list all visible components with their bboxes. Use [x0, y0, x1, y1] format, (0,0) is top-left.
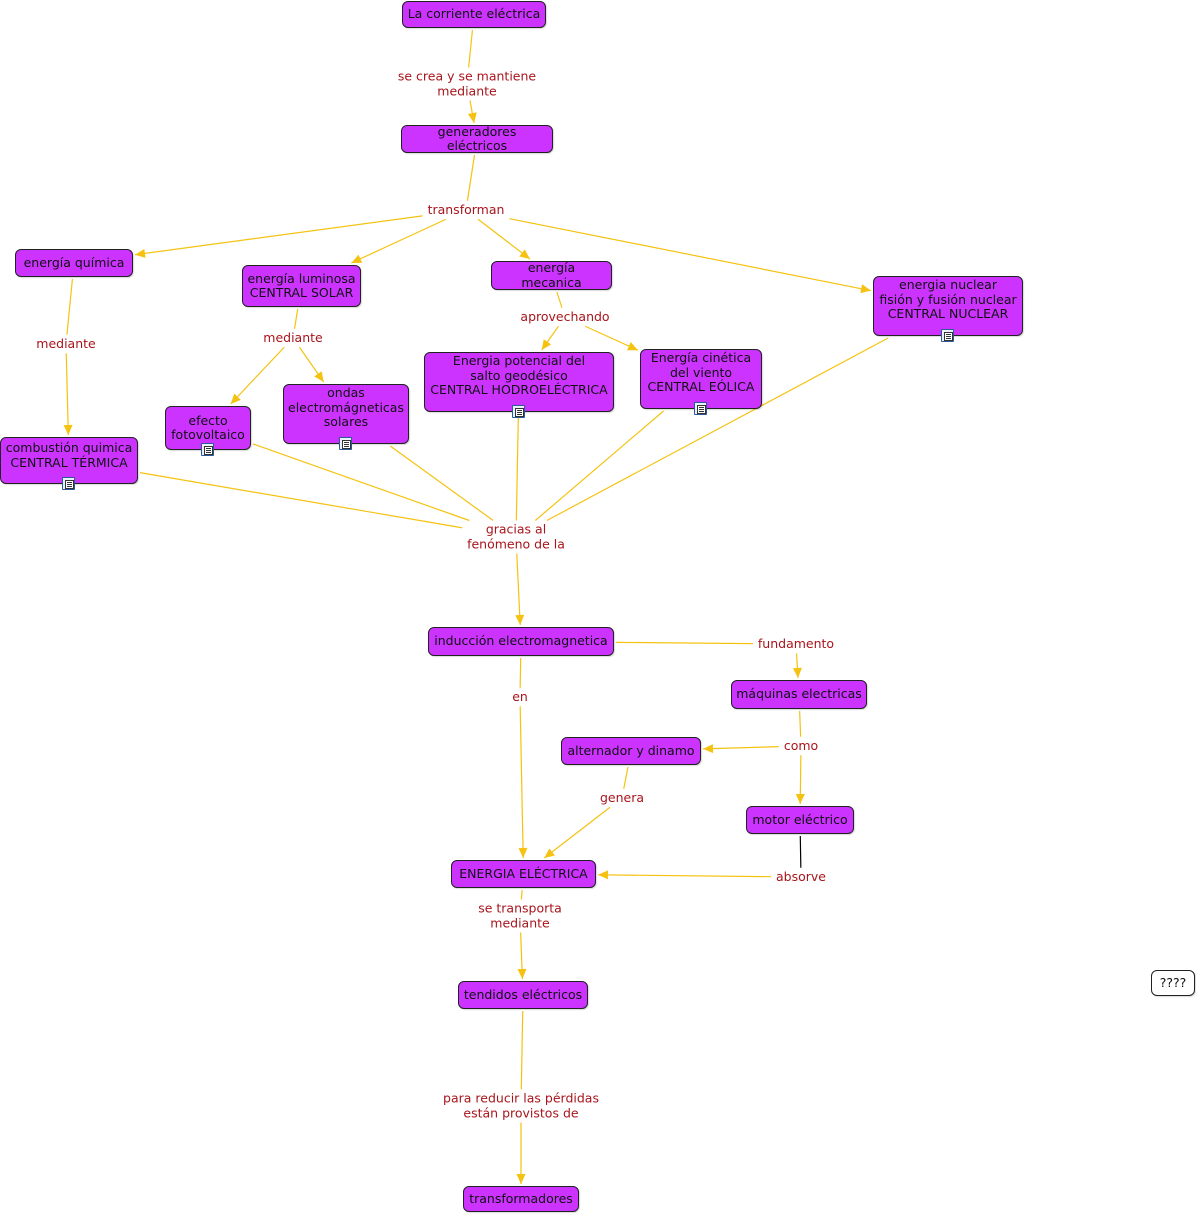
link-line [520, 1010, 524, 1090]
link-line [509, 218, 872, 292]
link-line [520, 889, 523, 900]
link-line [66, 278, 74, 335]
arrowhead [467, 112, 477, 123]
link-line [468, 29, 474, 68]
document-icon[interactable] [694, 402, 707, 415]
document-icon[interactable] [512, 405, 525, 418]
link-line [230, 346, 285, 405]
link-line [134, 215, 423, 256]
document-icon[interactable] [201, 443, 214, 456]
arrowhead [516, 1174, 526, 1184]
arrowhead [703, 744, 714, 754]
node-motor-electrico[interactable]: motor eléctrico [746, 806, 854, 834]
link-label-aprovechando: aprovechando [517, 309, 613, 325]
link-line [65, 353, 69, 436]
link-line [351, 218, 447, 264]
link-label-fundamento: fundamento [754, 636, 838, 652]
node-energia-mecanica[interactable]: energía mecanica [491, 260, 612, 290]
link-line [515, 413, 519, 521]
link-label-para-reducir-perdidas: para reducir las pérdidas están provisto… [440, 1091, 602, 1121]
node-generadores-electricos[interactable]: generadores eléctricos [401, 124, 553, 153]
arrowhead [314, 371, 324, 382]
arrowhead [517, 968, 527, 979]
link-label-en: en [509, 689, 531, 705]
link-line [702, 746, 779, 750]
link-line [546, 337, 889, 522]
link-label-gracias-al-fenomeno: gracias al fenómeno de la [464, 522, 568, 552]
arrowhead [351, 254, 363, 263]
link-label-se-crea: se crea y se mantiene mediante [394, 69, 540, 99]
arrowhead [598, 870, 609, 880]
link-line [799, 835, 802, 868]
node-energia-cinetica[interactable]: Energía cinética del viento CENTRAL EÓLI… [640, 349, 762, 409]
arrowhead [515, 614, 525, 625]
node-tendidos-electricos[interactable]: tendidos eléctricos [458, 981, 588, 1009]
link-line [519, 657, 522, 688]
node-transformadores[interactable]: transformadores [463, 1186, 579, 1212]
node-energia-quimica[interactable]: energía química [15, 249, 133, 277]
link-label-transforman: transforman [424, 202, 508, 218]
arrowhead [792, 667, 802, 678]
node-energia-potencial[interactable]: Energia potencial del salto geodésico CE… [424, 352, 614, 412]
arrowhead [541, 339, 552, 350]
link-line [252, 443, 470, 522]
link-line [597, 874, 772, 878]
document-icon[interactable] [62, 477, 75, 490]
node-maquinas-electricas[interactable]: máquinas electricas [731, 680, 867, 709]
link-label-absorve: absorve [773, 869, 829, 885]
node-efecto-fotovoltaico[interactable]: efecto fotovoltaico [165, 406, 251, 450]
node-interrogantes[interactable]: ???? [1151, 970, 1195, 996]
link-label-mediante: mediante [33, 336, 99, 352]
node-ondas-electromagneticas[interactable]: ondas electromágneticas solares [283, 384, 409, 444]
link-line [477, 218, 531, 260]
arrowhead [860, 284, 871, 294]
link-label-se-transporta: se transporta mediante [475, 901, 565, 931]
link-line [543, 806, 611, 859]
link-line [519, 706, 524, 859]
link-line [534, 410, 664, 521]
node-induccion-electromagnetica[interactable]: inducción electromagnetica [428, 627, 614, 656]
link-label-mediante: mediante [260, 330, 326, 346]
link-line [623, 766, 629, 789]
link-line [615, 641, 753, 645]
document-icon[interactable] [941, 329, 954, 342]
link-label-como: como [780, 738, 822, 754]
document-icon[interactable] [339, 437, 352, 450]
arrowhead [135, 248, 146, 258]
arrowhead [63, 424, 73, 435]
link-line [516, 553, 521, 626]
link-line [556, 291, 563, 308]
node-energia-electrica[interactable]: ENERGIA ELÉCTRICA [451, 860, 596, 888]
arrowhead [230, 393, 241, 404]
link-label-genera: genera [596, 790, 648, 806]
link-line [139, 472, 463, 529]
node-energia-luminosa[interactable]: energía luminosa CENTRAL SOLAR [242, 265, 361, 307]
link-line [293, 308, 299, 329]
node-alternador-y-dinamo[interactable]: alternador y dinamo [561, 737, 701, 765]
arrowhead [519, 249, 530, 259]
node-energia-nuclear[interactable]: energia nuclear fisión y fusión nuclear … [873, 276, 1023, 336]
link-line [389, 445, 494, 521]
arrowhead [544, 848, 555, 858]
link-line [799, 710, 802, 737]
arrowhead [795, 793, 805, 804]
node-la-corriente-electrica[interactable]: La corriente eléctrica [402, 1, 546, 28]
arrowhead [627, 342, 638, 351]
link-line [466, 154, 476, 201]
arrowhead [518, 847, 528, 858]
